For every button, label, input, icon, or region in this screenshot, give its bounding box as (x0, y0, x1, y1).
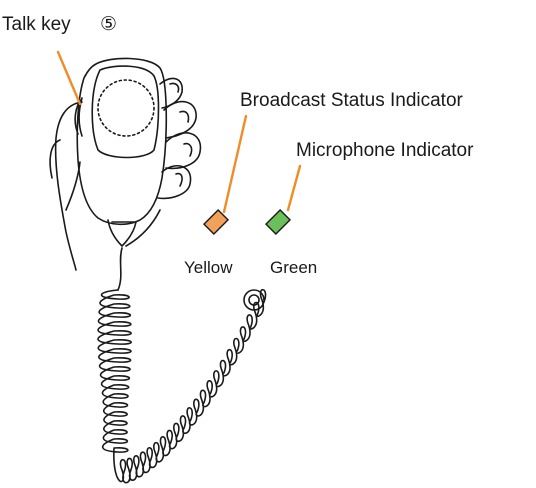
hand (50, 78, 200, 270)
broadcast-leader (224, 116, 246, 212)
coiled-cord (98, 248, 266, 483)
broadcast-status-label: Broadcast Status Indicator (240, 90, 464, 111)
hand-thumb (66, 162, 80, 210)
yellow-label: Yellow (184, 258, 233, 277)
talk-key-label: Talk key (2, 14, 71, 35)
microphone-body (77, 58, 166, 246)
green-label: Green (270, 258, 317, 277)
green-indicator (266, 210, 290, 234)
microphone-indicator-label: Microphone Indicator (296, 140, 474, 161)
talk-key-number: ⑤ (100, 14, 117, 35)
microphone-leader (288, 166, 300, 210)
yellow-indicator (204, 210, 228, 234)
talk-key-leader (58, 52, 80, 104)
